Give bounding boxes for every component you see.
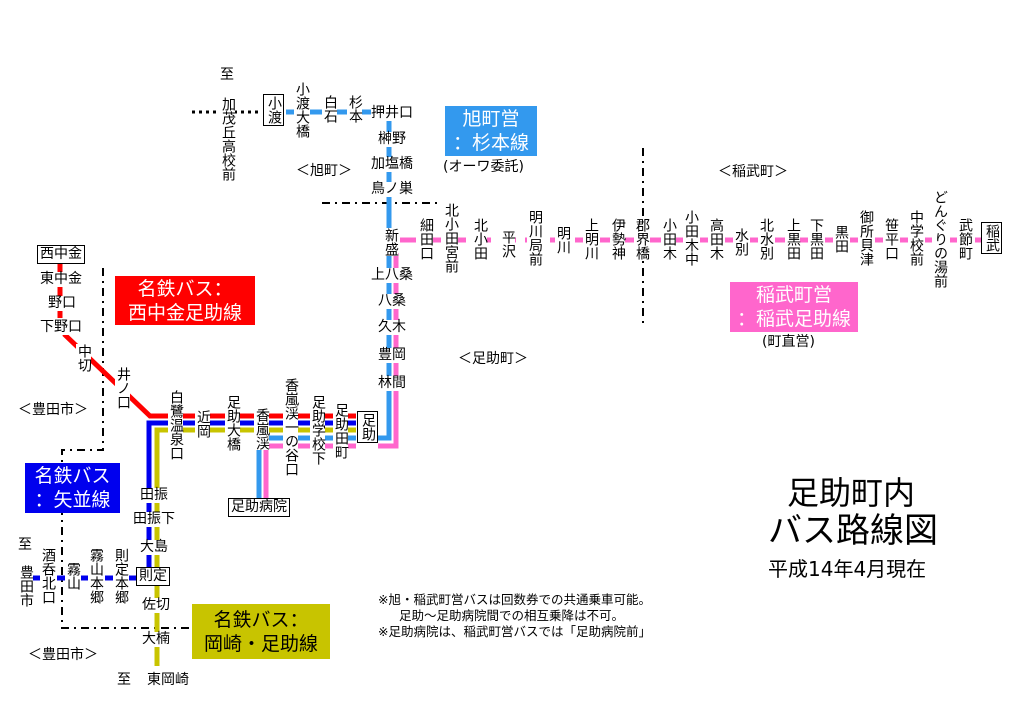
stop-destination: 東岡崎 — [147, 672, 189, 688]
bus-stop: 林間 — [378, 375, 406, 391]
bus-stop: 新盛 — [383, 228, 399, 256]
area-asuke: ＜足助町＞ — [458, 351, 528, 367]
bus-stop: 御所貝津 — [858, 210, 874, 266]
legend-inabu-line1: 稲武町営 — [755, 284, 832, 306]
legend-sugimoto-line2: ：杉本線 — [452, 132, 529, 154]
bus-stop: 豊岡 — [378, 347, 406, 363]
bus-stop: 香嵐渓 — [254, 408, 270, 450]
boundary-lines — [61, 148, 644, 629]
bus-stop: 大島 — [140, 539, 168, 555]
bus-stop: 野口 — [48, 295, 76, 311]
bus-stop: 下黒田 — [808, 218, 824, 260]
note-1: ※旭・稲武町営バスは回数券での共通乗車可能。 — [378, 592, 651, 607]
legend-okazaki-line2: 岡崎・足助線 — [203, 632, 318, 655]
legend-inabu-line2: ：稲武足助線 — [736, 308, 851, 330]
stop-terminal-asuke: 足助 — [357, 411, 378, 443]
bus-stop: 足助大橋 — [225, 395, 241, 451]
bus-stop: 明川局前 — [527, 210, 543, 266]
bus-stop: 小田木中 — [683, 210, 699, 266]
map-title-line2: バス路線図 — [768, 511, 938, 551]
bus-stop: 田振 — [140, 487, 168, 503]
area-toyota-south: ＜豊田市＞ — [28, 647, 98, 663]
legend-nishinakagane-line1: 名鉄バス： — [137, 277, 233, 300]
bus-stop: 香嵐渓一の谷口 — [283, 378, 299, 476]
bus-stop: 井ノ口 — [115, 367, 131, 409]
legend-sugimoto-line1: 旭町営 — [462, 108, 520, 130]
direction-mark: 至 — [117, 672, 131, 688]
stop-hospital: 足助病院 — [228, 498, 290, 517]
bus-stop: 中切 — [76, 344, 92, 372]
legend-okazaki: 名鉄バス： 岡崎・足助線 — [192, 604, 330, 659]
direction-mark: 至 — [18, 537, 32, 553]
bus-stop: 佐切 — [142, 597, 170, 613]
bus-stop: 上八桑 — [371, 267, 413, 283]
bus-stop: 足助学校下 — [310, 395, 326, 465]
stop-destination: 豊田市 — [18, 565, 34, 607]
bus-stop: 白石 — [322, 95, 338, 123]
bus-stop: どんぐりの湯前 — [932, 190, 948, 288]
bus-stop: 東中金 — [40, 271, 82, 287]
legend-nishinakagane: 名鉄バス： 西中金足助線 — [115, 276, 255, 325]
bus-stop: 北小田 — [472, 218, 488, 260]
legend-nishinakagane-line2: 西中金足助線 — [127, 301, 242, 324]
map-date: 平成14年4月現在 — [768, 557, 927, 581]
bus-stop: 榊野 — [378, 131, 406, 147]
bus-stop: 下野口 — [40, 319, 82, 335]
bus-stop: 押井口 — [371, 105, 413, 121]
bus-stop: 中学校前 — [908, 210, 924, 266]
bus-stop: 北小田宮前 — [443, 203, 459, 273]
legend-yanami-line2: ：矢並線 — [34, 489, 111, 511]
bus-stop: 白鷺温泉口 — [168, 390, 184, 460]
bus-stop: 上黒田 — [785, 218, 801, 260]
bus-stop: 笹平口 — [883, 218, 899, 260]
stop-destination: 加茂丘高校前 — [220, 97, 236, 181]
bus-stop: 酒呑北口 — [40, 548, 56, 604]
direction-mark: 至 — [220, 67, 234, 83]
bus-stop: 足助田町 — [333, 403, 349, 459]
stop-terminal-kowatari: 小渡 — [263, 94, 284, 126]
bus-stop: 杉本 — [347, 95, 363, 123]
bus-stop: 北水別 — [758, 218, 774, 260]
legend-sugimoto: 旭町営 ：杉本線 — [445, 106, 537, 156]
stop-terminal-inabu: 稲武 — [981, 222, 1002, 254]
bus-stop: 小田木 — [661, 218, 677, 260]
bus-stop: 伊勢神 — [610, 218, 626, 260]
bus-stop: 大楠 — [142, 631, 170, 647]
area-toyota-north: ＜豊田市＞ — [18, 402, 88, 418]
area-inabu: ＜稲武町＞ — [718, 164, 788, 180]
legend-inabu: 稲武町営 ：稲武足助線 — [730, 282, 858, 332]
bus-stop: 上明川 — [583, 218, 599, 260]
bus-stop: 水別 — [733, 228, 749, 256]
area-asahi: ＜旭町＞ — [296, 163, 352, 179]
stop-norisada: 則定 — [136, 567, 170, 586]
bus-stop: 近岡 — [195, 410, 211, 438]
bus-stop: 加塩橋 — [371, 156, 413, 172]
bus-stop: 小渡大橋 — [294, 82, 310, 138]
bus-stop: 霧山本郷 — [88, 548, 104, 604]
note-3: ※足助病院は、稲武町営バスでは「足助病院前」 — [378, 624, 651, 639]
bus-stop: 高田木 — [708, 218, 724, 260]
bus-stop: 鳥ノ巣 — [371, 181, 413, 197]
bus-stop: 霧山 — [65, 562, 81, 590]
bus-stop: 八桑 — [378, 293, 406, 309]
bus-stop: 明川 — [555, 226, 571, 254]
legend-sugimoto-sub: (オーワ委託) — [443, 159, 524, 175]
boundary-toyota-asuke — [61, 268, 196, 629]
stop-terminal-nishinakagane: 西中金 — [37, 245, 85, 264]
bus-stop: 平沢 — [500, 230, 516, 258]
bus-stop: 黒田 — [833, 225, 849, 253]
legend-okazaki-line1: 名鉄バス： — [213, 608, 309, 631]
legend-inabu-sub: (町直営) — [762, 334, 815, 350]
legend-yanami-line1: 名鉄バス — [34, 465, 111, 487]
bus-stop: 細田口 — [418, 218, 434, 260]
map-title-line1: 足助町内 — [787, 474, 916, 512]
bus-stop: 郡界橋 — [634, 218, 650, 260]
bus-stop: 田振下 — [133, 511, 175, 527]
bus-stop: 則定本郷 — [113, 548, 129, 604]
legend-yanami: 名鉄バス ：矢並線 — [25, 463, 120, 513]
bus-stop: 久木 — [378, 319, 406, 335]
note-2: 足助～足助病院間での相互乗降は不可。 — [399, 608, 625, 623]
bus-stop: 武節町 — [957, 218, 973, 260]
